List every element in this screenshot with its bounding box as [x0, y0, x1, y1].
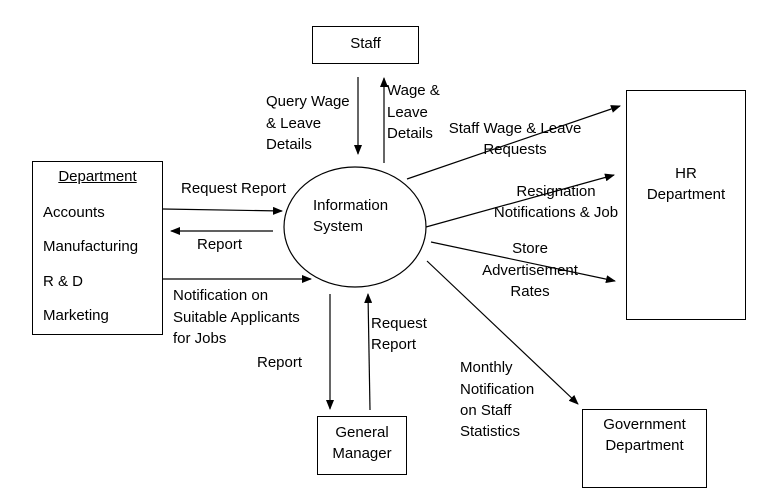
- flow-store-rates-3: Rates: [510, 283, 550, 300]
- arrow-store-rates: [430, 241, 616, 284]
- flow-query-wage-1: Query Wage: [266, 93, 350, 110]
- flow-resignation-1: Resignation: [516, 183, 596, 200]
- flow-staff-requests-2: Requests: [483, 141, 547, 158]
- arrow-staff-requests: [406, 105, 621, 180]
- flow-store-rates-2: Advertisement: [482, 262, 578, 279]
- arrow-request-report-dept: [162, 206, 283, 215]
- flow-notification-applicants-2: Suitable Applicants: [173, 309, 300, 326]
- hr-department-entity: HR Department: [626, 90, 746, 320]
- flow-wage-leave-2: Leave: [387, 104, 428, 121]
- gm-label-line1: General: [335, 424, 389, 441]
- flow-staff-requests-1: Staff Wage & Leave: [448, 120, 582, 137]
- gov-label-line1: Government: [603, 416, 686, 433]
- hr-label-line2: Department: [646, 186, 726, 203]
- department-item: Manufacturing: [43, 238, 139, 255]
- flow-monthly-notification-1: Monthly: [460, 359, 513, 376]
- flow-monthly-notification-3: on Staff: [460, 402, 512, 419]
- flow-monthly-notification-4: Statistics: [460, 423, 521, 440]
- gm-label-line2: Manager: [332, 445, 392, 462]
- flow-monthly-notification-2: Notification: [460, 381, 535, 398]
- general-manager-entity: General Manager: [317, 416, 407, 475]
- staff-label: Staff: [350, 35, 381, 52]
- flow-resignation-2: Notifications & Job: [493, 204, 619, 221]
- gov-label-line2: Department: [605, 437, 684, 454]
- department-title: Department: [58, 168, 137, 185]
- arrow-request-report-gm: [364, 293, 373, 411]
- hr-label-line1: HR: [675, 165, 697, 182]
- flow-report-gm: Report: [257, 354, 303, 371]
- flow-wage-leave-1: Wage &: [387, 82, 440, 99]
- process-label-line2: System: [313, 218, 364, 235]
- government-department-entity: Government Department: [582, 409, 707, 488]
- arrow-monthly-notification: [426, 260, 579, 405]
- flow-wage-leave-3: Details: [387, 125, 433, 142]
- staff-entity: Staff: [312, 26, 419, 64]
- arrow-resignation: [425, 173, 615, 228]
- flow-request-report-gm-2: Report: [371, 336, 417, 353]
- flow-query-wage-2: & Leave: [266, 115, 322, 132]
- department-item: Accounts: [43, 204, 105, 221]
- flow-store-rates-1: Store: [512, 240, 548, 257]
- department-item: Marketing: [43, 307, 109, 324]
- flow-notification-applicants-1: Notification on: [173, 287, 269, 304]
- flow-report-dept: Report: [197, 236, 243, 253]
- department-item: R & D: [43, 273, 84, 290]
- department-entity: Department Accounts Manufacturing R & D …: [32, 161, 163, 335]
- flow-query-wage-3: Details: [266, 136, 312, 153]
- flow-request-report-gm-1: Request: [371, 315, 427, 332]
- flow-request-report-dept: Request Report: [181, 180, 287, 197]
- process-label-line1: Information: [313, 197, 389, 214]
- flow-notification-applicants-3: for Jobs: [173, 330, 227, 347]
